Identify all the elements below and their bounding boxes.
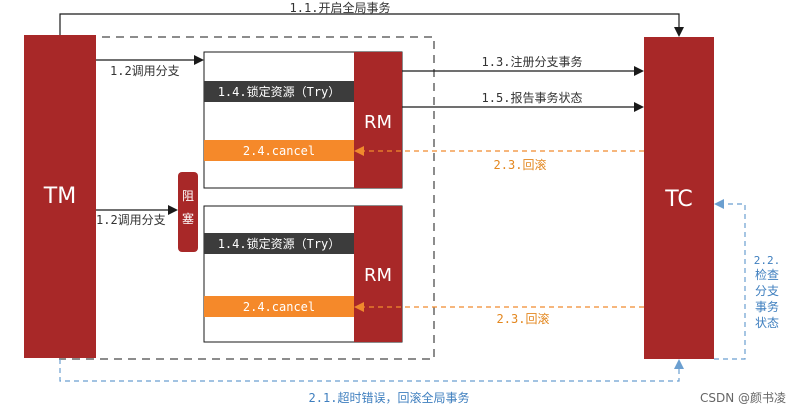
service-boundary <box>59 36 435 360</box>
open-global-edge <box>59 13 684 37</box>
block-label-line2: 塞 <box>182 211 194 226</box>
open-global-label: 1.1.开启全局事务 <box>290 0 391 15</box>
rm-top-node <box>354 52 402 188</box>
check-status-label-line4: 事务 <box>755 299 779 314</box>
call-branch-bottom-label: 1.2调用分支 <box>96 213 166 227</box>
cancel-bottom-label: 2.4.cancel <box>243 300 315 314</box>
lock-top-label: 1.4.锁定资源（Try） <box>218 84 341 99</box>
block-node <box>178 172 198 252</box>
cancel-bottom-box <box>204 296 354 317</box>
rollback-bottom-label: 2.3.回滚 <box>497 311 550 326</box>
watermark: CSDN @颜书凌 <box>700 390 786 405</box>
tc-node <box>644 37 714 359</box>
lock-bottom-label: 1.4.锁定资源（Try） <box>218 236 341 251</box>
block-label-line1: 阻 <box>182 189 194 203</box>
rm-bottom-label: RM <box>364 265 392 286</box>
report-status-label: 1.5.报告事务状态 <box>482 90 583 105</box>
lock-bottom-box <box>204 233 354 254</box>
tc-label: TC <box>664 187 693 212</box>
rm-top-label: RM <box>364 112 392 133</box>
check-status-edge <box>714 199 746 360</box>
lock-top-box <box>204 81 354 102</box>
check-status-label-line3: 分支 <box>755 284 779 298</box>
register-branch-label: 1.3.注册分支事务 <box>482 54 583 69</box>
check-status-label-line2: 检查 <box>755 267 779 282</box>
timeout-error-edge <box>59 359 684 382</box>
check-status-label-line1: 2.2. <box>754 254 781 267</box>
rollback-top-label: 2.3.回滚 <box>494 157 547 172</box>
check-status-label-line5: 状态 <box>755 316 779 330</box>
call-branch-top-label: 1.2调用分支 <box>110 64 180 78</box>
tm-node <box>24 35 96 358</box>
cancel-top-box <box>204 140 354 161</box>
tm-label: TM <box>43 184 76 209</box>
timeout-error-label: 2.1.超时错误，回滚全局事务 <box>309 390 470 405</box>
cancel-top-label: 2.4.cancel <box>243 144 315 158</box>
rm-bottom-node <box>354 206 402 342</box>
